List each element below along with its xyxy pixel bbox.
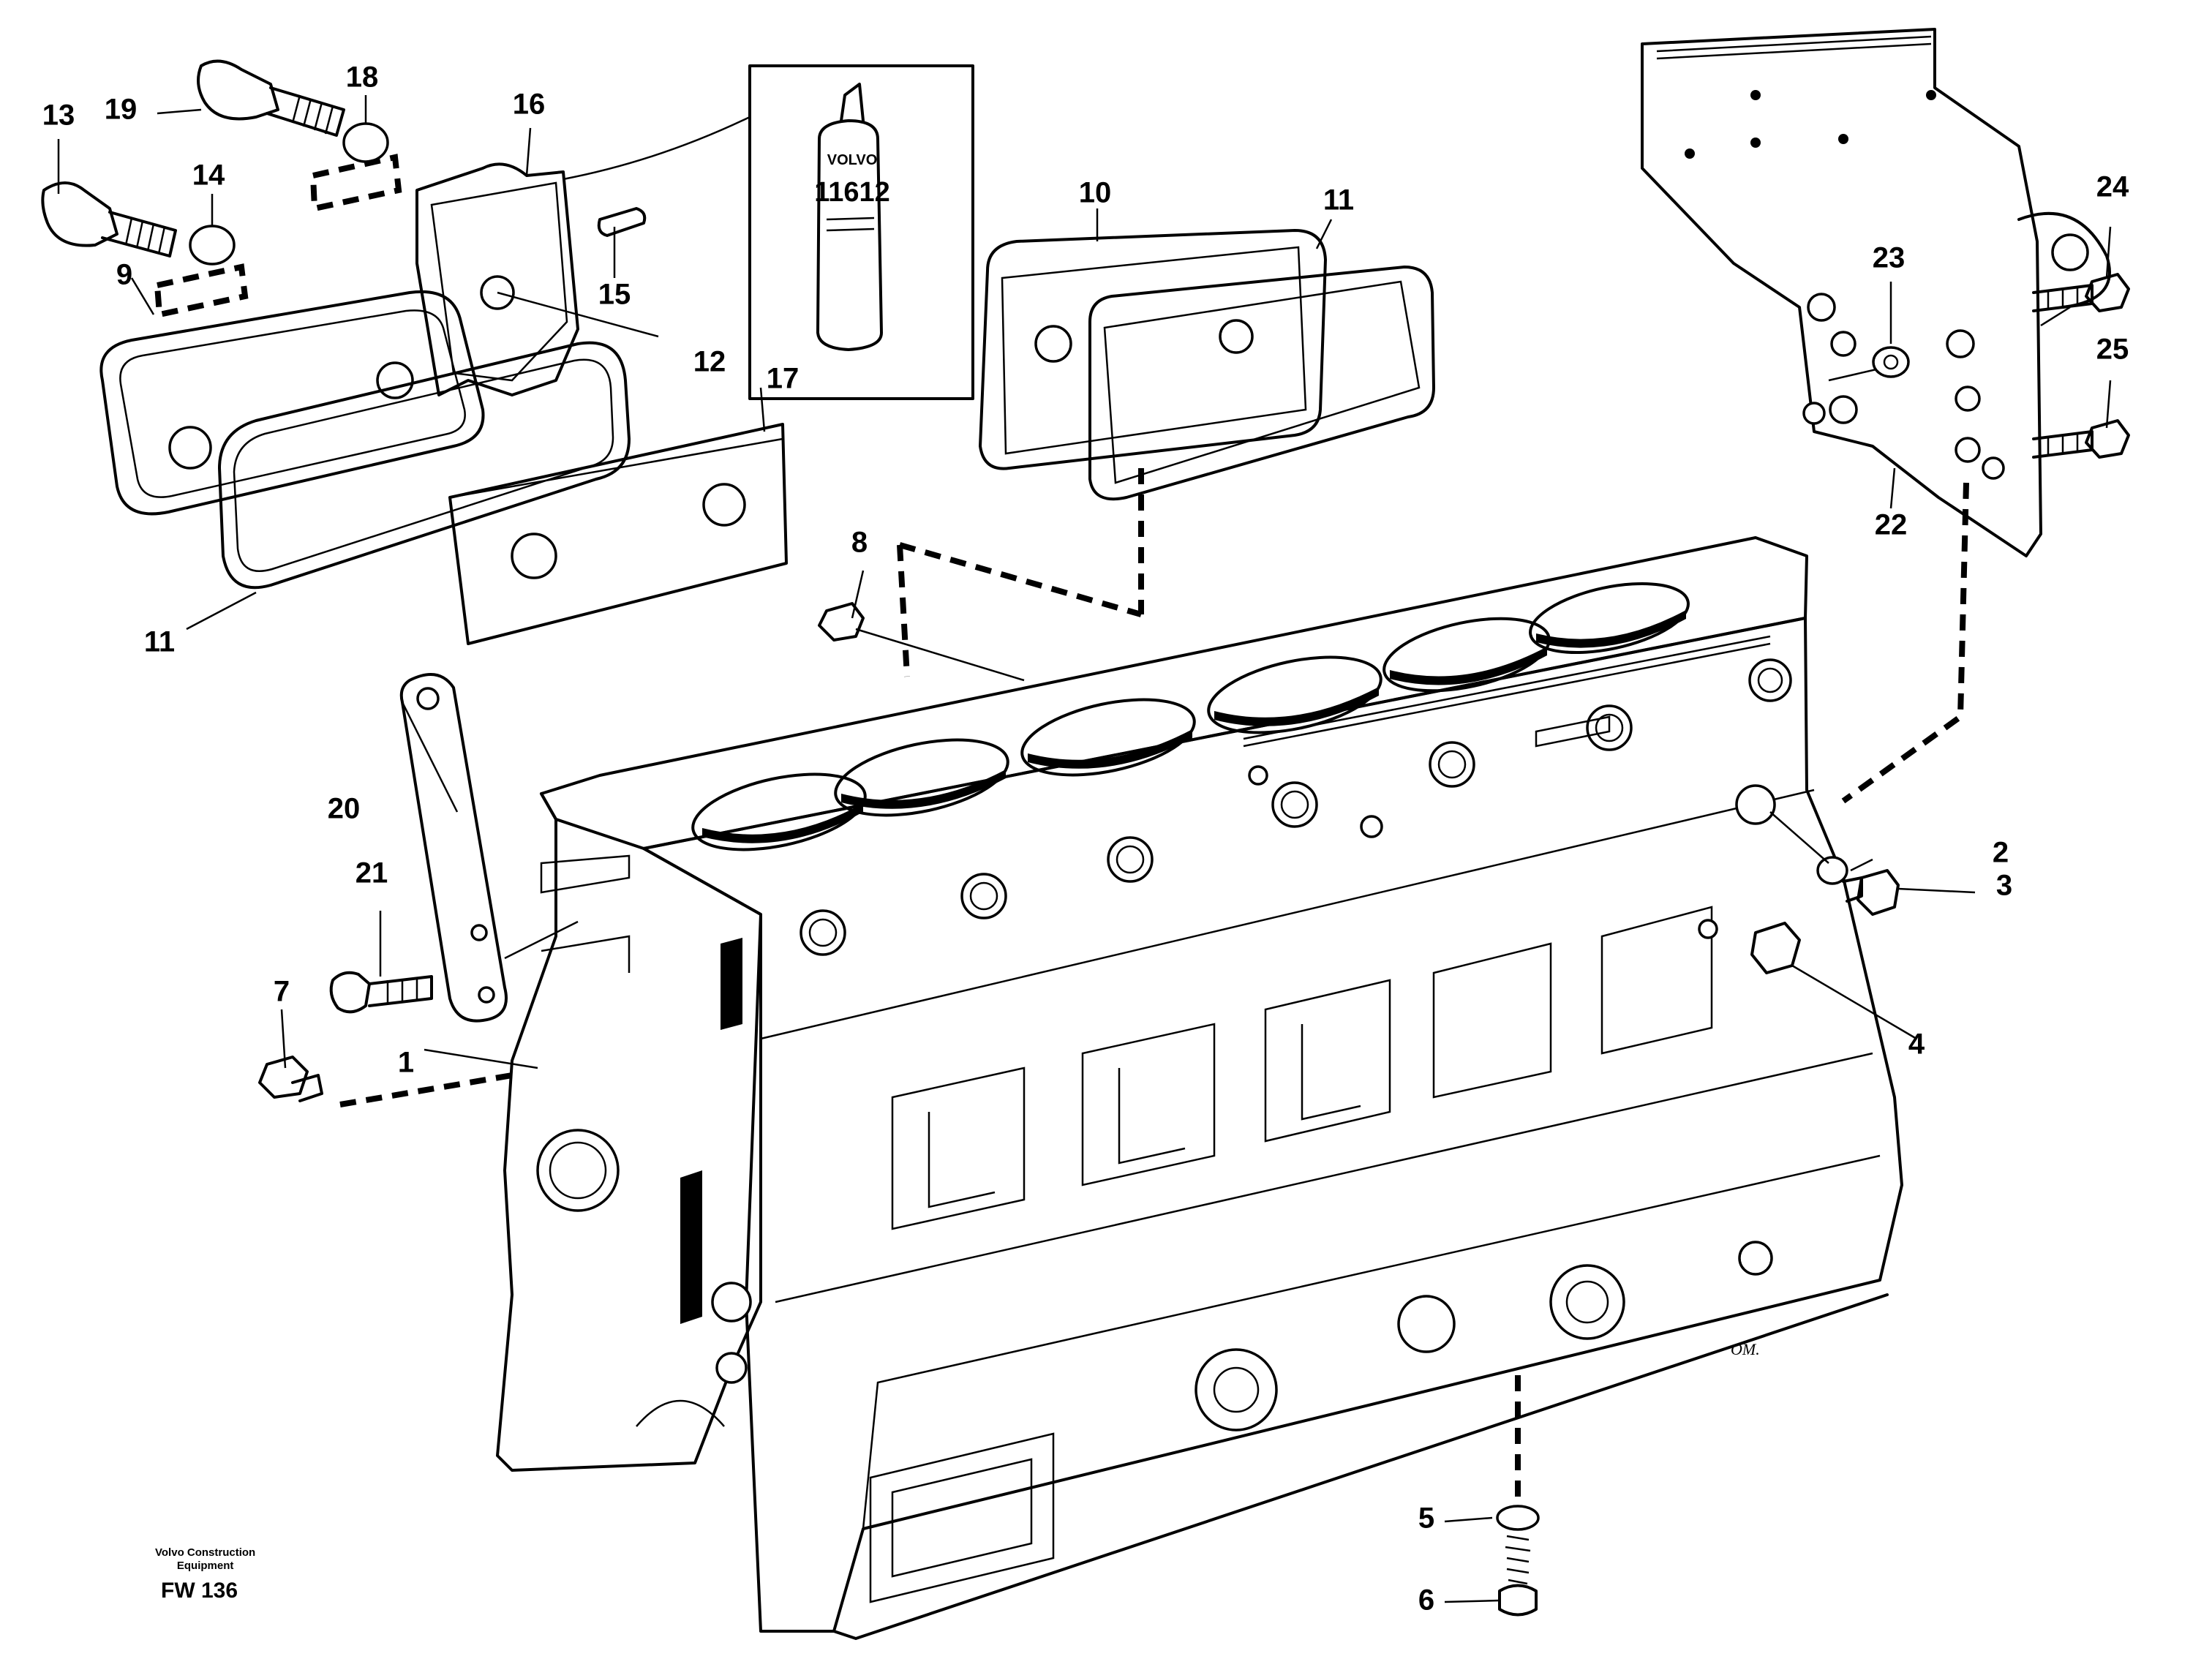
- left-cover-9: [99, 290, 485, 516]
- callout-24: 24: [2096, 171, 2129, 203]
- callout-17: 17: [767, 363, 800, 395]
- callout-23: 23: [1873, 242, 1906, 274]
- fitting-4: [1698, 919, 1801, 974]
- callout-15: 15: [598, 279, 631, 311]
- callout-20: 20: [328, 793, 361, 825]
- plate-12: [448, 423, 788, 645]
- bracket-22: [1641, 28, 2111, 557]
- callout-10: 10: [1079, 177, 1112, 209]
- callout-22: 22: [1875, 509, 1908, 541]
- can-number: 11612: [814, 177, 890, 208]
- bolt-25: [2032, 419, 2130, 459]
- callout-5: 5: [1418, 1502, 1434, 1535]
- callout-11-right: 11: [1323, 184, 1354, 217]
- left-gasket-11: [218, 341, 631, 590]
- bolt-24: [2032, 273, 2130, 312]
- washer-2: [1816, 856, 1848, 885]
- pin-15: [597, 207, 647, 237]
- callout-13: 13: [42, 99, 75, 132]
- artist-mark: OM.: [1731, 1340, 1760, 1358]
- callout-6: 6: [1418, 1584, 1434, 1617]
- callout-4: 4: [1908, 1028, 1925, 1061]
- callout-12: 12: [693, 346, 726, 378]
- callout-11-left: 11: [144, 626, 175, 658]
- callout-2: 2: [1993, 837, 2009, 869]
- engine-block: [496, 536, 1903, 1640]
- callout-7: 7: [274, 976, 290, 1008]
- kit-box-17: VOLVO 11612: [748, 64, 974, 400]
- drawing-code: FW 136: [161, 1579, 238, 1603]
- company-line-2: Equipment: [176, 1560, 234, 1572]
- washer-18: [342, 122, 389, 163]
- callout-18: 18: [346, 61, 379, 94]
- callout-19: 19: [105, 94, 138, 126]
- bolt-21: [329, 971, 433, 1014]
- can-brand: VOLVO: [827, 152, 878, 168]
- bolt-19: [197, 59, 345, 137]
- plug-3: [1842, 869, 1900, 916]
- callout-14: 14: [192, 159, 225, 192]
- cover-16: [415, 162, 579, 396]
- callout-3: 3: [1996, 870, 2012, 902]
- bolt-7: [258, 1056, 323, 1102]
- callout-8: 8: [851, 527, 868, 559]
- callout-21: 21: [356, 857, 388, 889]
- washer-5: [1496, 1505, 1540, 1531]
- right-gasket-11: [1088, 266, 1435, 501]
- callout-1: 1: [398, 1047, 414, 1079]
- right-cover-10: [979, 229, 1327, 470]
- bolt-8: [818, 602, 865, 642]
- callout-16: 16: [513, 89, 546, 121]
- strap-20: [399, 673, 508, 1023]
- plug-6: [1498, 1535, 1538, 1617]
- callout-25: 25: [2096, 334, 2129, 366]
- washer-14: [189, 225, 236, 266]
- footer-company: Volvo Construction Equipment: [155, 1546, 255, 1573]
- callout-9: 9: [116, 259, 132, 291]
- company-line-1: Volvo Construction: [155, 1546, 256, 1559]
- bolt-13: [41, 181, 177, 257]
